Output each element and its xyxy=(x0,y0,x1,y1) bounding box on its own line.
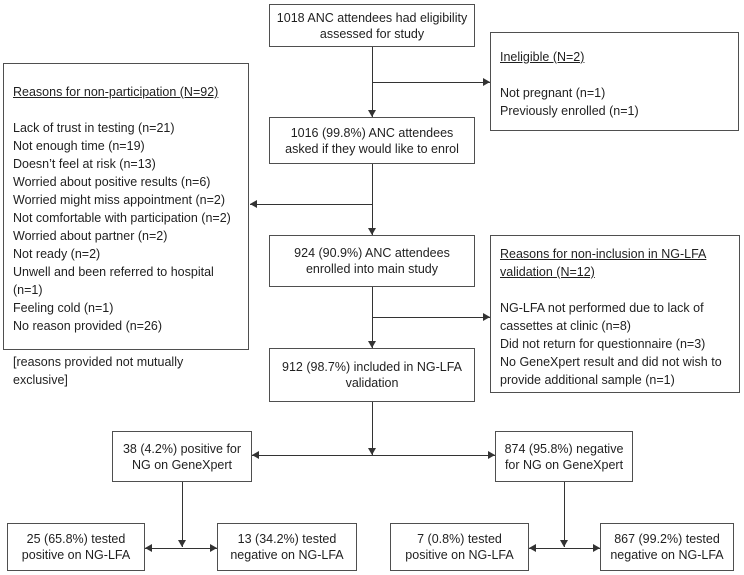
arrowhead-left-icon xyxy=(145,544,152,552)
node-lfa-negative-of-positive-label: 13 (34.2%) tested negative on NG-LFA xyxy=(230,532,344,562)
node-genexpert-negative-label: 874 (95.8%) negative for NG on GeneXpert xyxy=(504,441,624,472)
sidebox-non-participation-title: Reasons for non-participation (N=92) xyxy=(13,85,219,99)
connector-branch-to-ineligible xyxy=(372,82,490,83)
node-lfa-negative-of-negative: 867 (99.2%) tested negative on NG-LFA xyxy=(600,523,734,571)
arrowhead-down-icon xyxy=(368,448,376,455)
connector-branch-to-non-inclusion xyxy=(372,317,490,318)
connector-branch-to-non-participation xyxy=(250,204,372,205)
node-nglfa-validation: 912 (98.7%) included in NG-LFA validatio… xyxy=(269,348,475,402)
node-genexpert-positive: 38 (4.2%) positive for NG on GeneXpert xyxy=(112,431,252,482)
connector-genexpert-split xyxy=(252,455,495,456)
arrowhead-right-icon xyxy=(483,78,490,86)
node-lfa-negative-of-positive: 13 (34.2%) tested negative on NG-LFA xyxy=(217,523,357,571)
connector-lfa-split-left xyxy=(145,548,217,549)
arrowhead-right-icon xyxy=(483,313,490,321)
node-enrolled-main-study: 924 (90.9%) ANC attendees enrolled into … xyxy=(269,235,475,287)
sidebox-non-inclusion-items: NG-LFA not performed due to lack of cass… xyxy=(500,301,722,387)
connector-validation-to-genexpert-split xyxy=(372,402,373,455)
sidebox-non-participation-items: Lack of trust in testing (n=21) Not enou… xyxy=(13,121,231,333)
sidebox-ineligible-items: Not pregnant (n=1) Previously enrolled (… xyxy=(500,86,639,118)
arrowhead-right-icon xyxy=(488,451,495,459)
arrowhead-left-icon xyxy=(250,200,257,208)
arrowhead-down-icon xyxy=(368,341,376,348)
connector-genexpert-positive-to-lfa-split xyxy=(182,482,183,547)
connector-asked-to-enrolled xyxy=(372,164,373,235)
node-asked-to-enrol-label: 1016 (99.8%) ANC attendees asked if they… xyxy=(285,125,459,156)
arrowhead-down-icon xyxy=(368,110,376,117)
sidebox-non-inclusion-title: Reasons for non-inclusion in NG-LFA vali… xyxy=(500,247,707,279)
node-enrolled-main-study-label: 924 (90.9%) ANC attendees enrolled into … xyxy=(294,246,450,276)
node-nglfa-validation-label: 912 (98.7%) included in NG-LFA validatio… xyxy=(282,360,462,390)
node-eligibility-assessed-label: 1018 ANC attendees had eligibility asses… xyxy=(276,10,468,41)
node-genexpert-positive-label: 38 (4.2%) positive for NG on GeneXpert xyxy=(122,441,242,472)
sidebox-non-participation-note: [reasons provided not mutually exclusive… xyxy=(13,355,184,387)
sidebox-non-participation: Reasons for non-participation (N=92) Lac… xyxy=(3,63,249,387)
connector-lfa-split-right xyxy=(529,548,600,549)
node-asked-to-enrol: 1016 (99.8%) ANC attendees asked if they… xyxy=(269,117,475,164)
arrowhead-left-icon xyxy=(529,544,536,552)
arrowhead-right-icon xyxy=(593,544,600,552)
node-lfa-positive-of-positive-label: 25 (65.8%) tested positive on NG-LFA xyxy=(21,532,131,562)
node-lfa-positive-of-negative: 7 (0.8%) tested positive on NG-LFA xyxy=(390,523,529,571)
arrowhead-down-icon xyxy=(178,540,186,547)
node-lfa-negative-of-negative-label: 867 (99.2%) tested negative on NG-LFA xyxy=(610,532,724,562)
node-lfa-positive-of-positive: 25 (65.8%) tested positive on NG-LFA xyxy=(7,523,145,571)
node-lfa-positive-of-negative-label: 7 (0.8%) tested positive on NG-LFA xyxy=(405,532,514,562)
arrowhead-left-icon xyxy=(252,451,259,459)
sidebox-ineligible-title: Ineligible (N=2) xyxy=(500,50,585,64)
arrowhead-down-icon xyxy=(560,540,568,547)
arrowhead-right-icon xyxy=(210,544,217,552)
connector-genexpert-negative-to-lfa-split xyxy=(564,482,565,547)
node-eligibility-assessed: 1018 ANC attendees had eligibility asses… xyxy=(269,4,475,47)
sidebox-non-inclusion: Reasons for non-inclusion in NG-LFA vali… xyxy=(490,235,740,393)
arrowhead-down-icon xyxy=(368,228,376,235)
node-genexpert-negative: 874 (95.8%) negative for NG on GeneXpert xyxy=(495,431,633,482)
sidebox-ineligible: Ineligible (N=2) Not pregnant (n=1) Prev… xyxy=(490,32,739,131)
